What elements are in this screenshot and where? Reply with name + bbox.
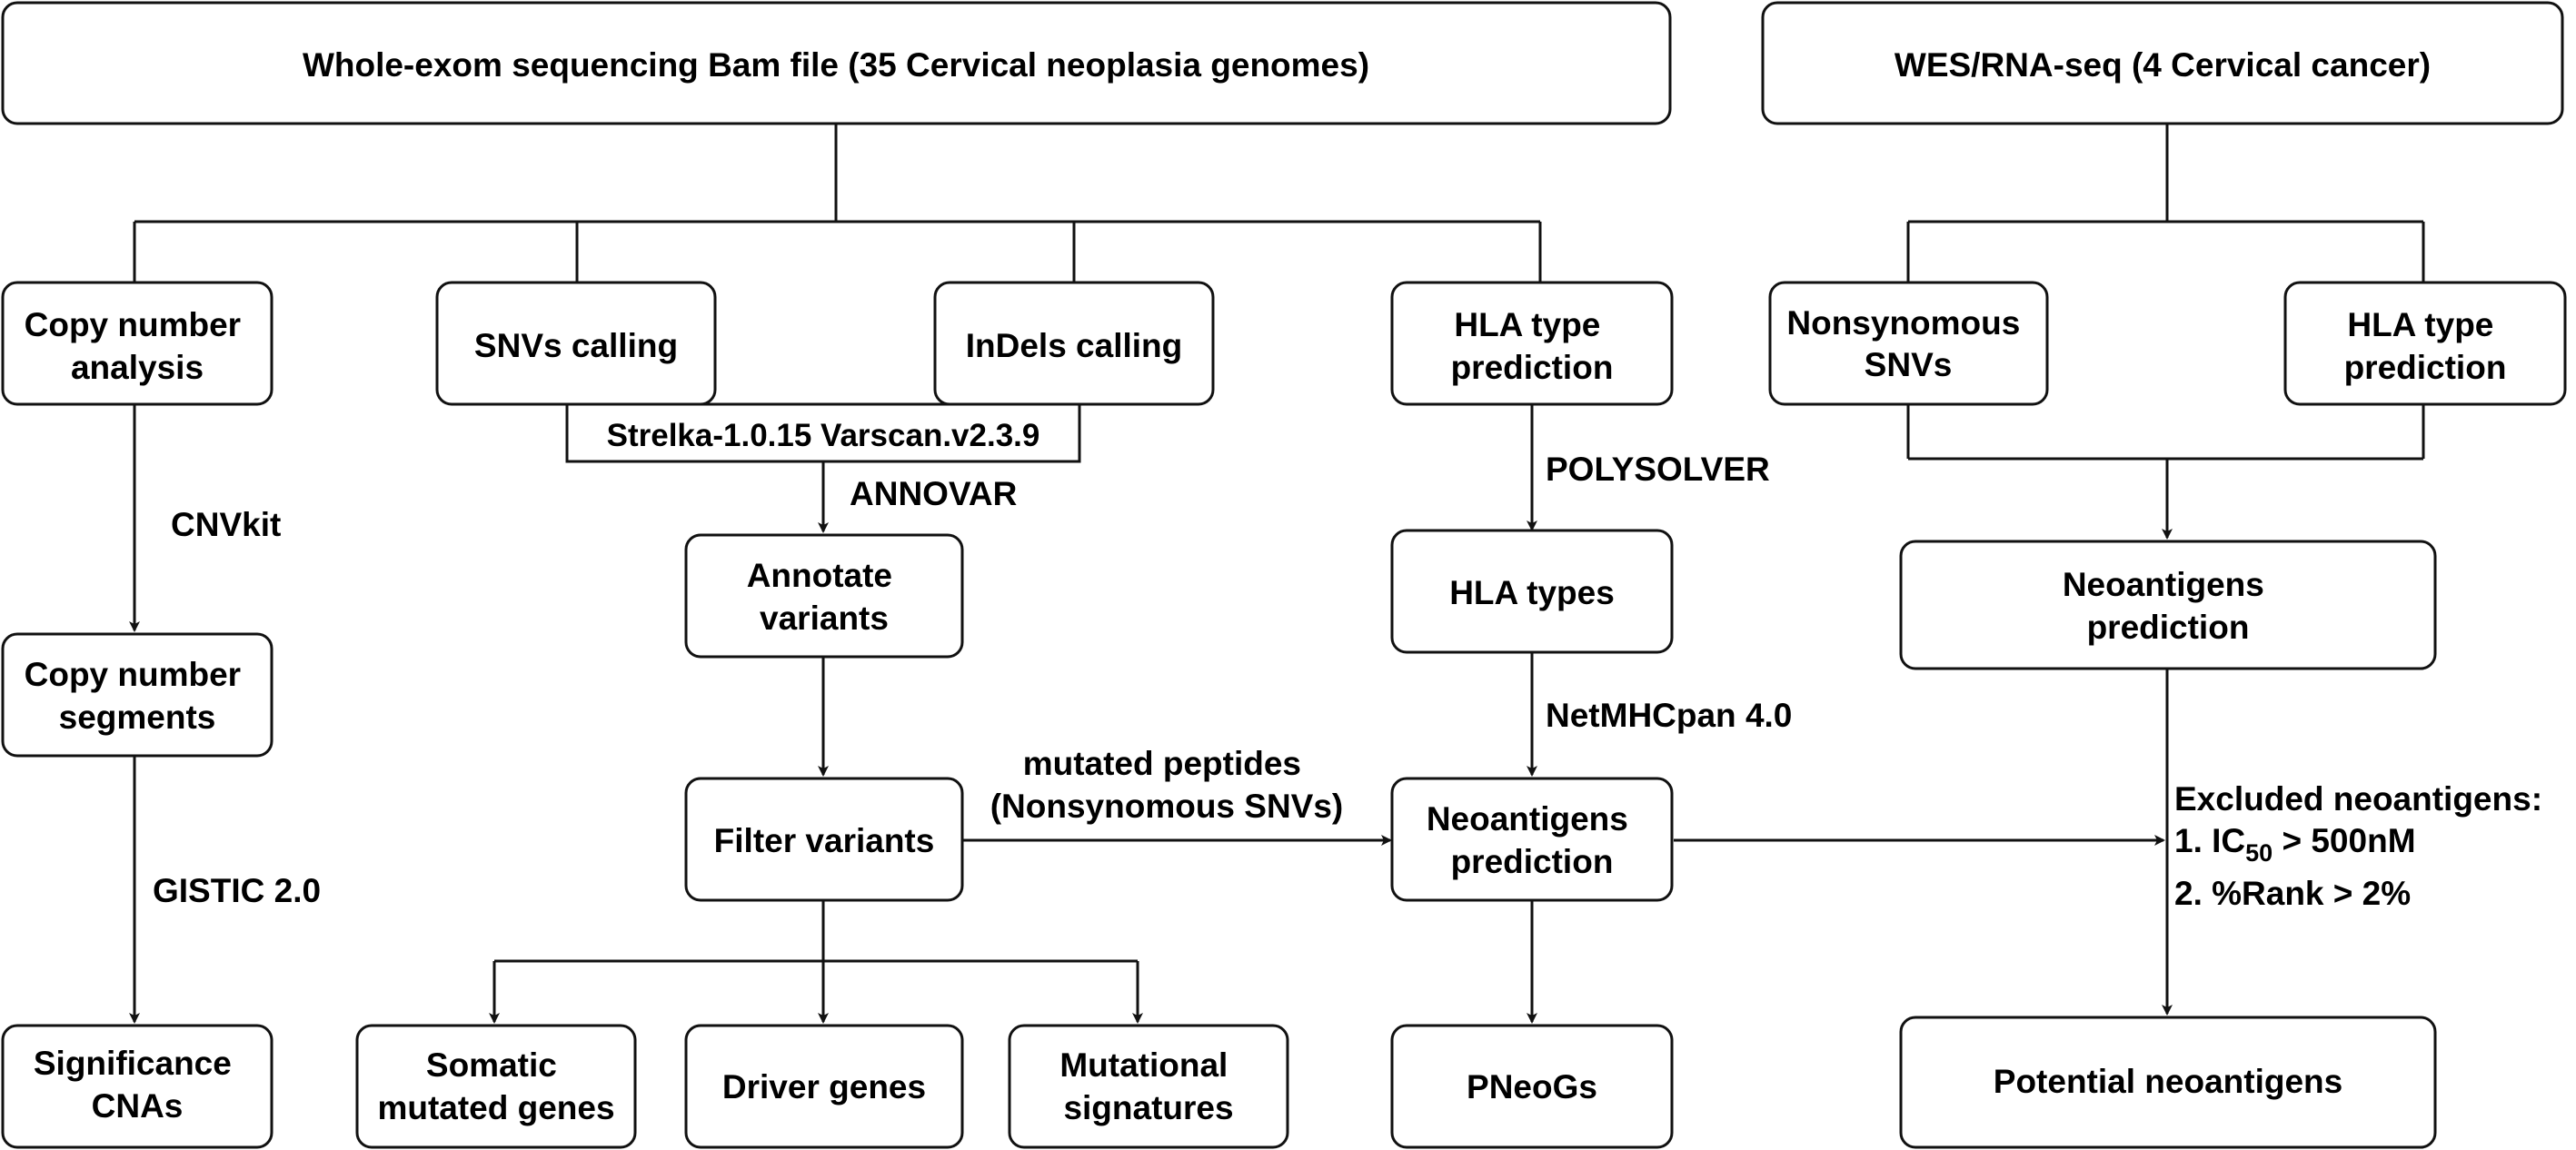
svg-text:HLA type prediction: HLA type prediction <box>1451 306 1614 386</box>
node-wes-bam: Whole-exom sequencing Bam file (35 Cervi… <box>1 1 1672 125</box>
node-significance-cnas-line-1: Significance <box>34 1045 232 1082</box>
exclusion-title: Excluded neoantigens: <box>2174 780 2542 818</box>
edge-label-cnvkit: CNVkit <box>171 506 281 543</box>
svg-text:Annotate variants: Annotate variants <box>747 557 902 637</box>
node-hla-type-prediction-left-line-2: prediction <box>1451 349 1614 386</box>
node-copy-number-segments: Copy number segments <box>1 632 274 758</box>
node-wes-rna-line-1: WES/RNA-seq (4 Cervical cancer) <box>1895 46 2431 84</box>
svg-text:InDels calling: InDels calling <box>966 327 1183 364</box>
node-hla-type-prediction-left: HLA type prediction <box>1390 281 1674 406</box>
node-indels-calling-line-1: InDels calling <box>966 327 1183 364</box>
node-neoantigens-prediction-center: Neoantigens prediction <box>1390 777 1674 902</box>
connectors <box>129 124 2425 1024</box>
node-hla-type-prediction-left-line-1: HLA type <box>1454 306 1600 343</box>
node-hla-type-prediction-right-line-1: HLA type <box>2347 306 2493 343</box>
node-annotate-variants: Annotate variants <box>684 533 964 659</box>
node-neoantigens-prediction-right-line-1: Neoantigens <box>2063 566 2264 603</box>
node-pneogs-line-1: PNeoGs <box>1467 1068 1597 1105</box>
node-snvs-calling: SNVs calling <box>435 281 717 406</box>
node-neoantigens-prediction-right-line-2: prediction <box>2087 609 2250 646</box>
node-somatic-mutated-genes-line-1: Somatic <box>426 1046 557 1084</box>
node-wes-bam-line-1: Whole-exom sequencing Bam file (35 Cervi… <box>303 46 1369 84</box>
svg-text:HLA types: HLA types <box>1449 574 1615 611</box>
edge-label-mutated-peptides-line-2: (Nonsynomous SNVs) <box>990 788 1344 825</box>
edge-label-netmhcpan: NetMHCpan 4.0 <box>1546 697 1792 734</box>
svg-text:Neoantigens prediction: Neoantigens prediction <box>1427 800 1637 880</box>
edge-labels: CNVkit GISTIC 2.0 Strelka-1.0.15 Varscan… <box>153 418 2542 912</box>
node-snvs-calling-line-1: SNVs calling <box>474 327 678 364</box>
exclusion-rule-1: 1. IC50 > 500nM <box>2174 822 2416 867</box>
node-mutational-signatures-line-2: signatures <box>1063 1089 1233 1126</box>
node-nonsynonymous-snvs-line-2: SNVs <box>1865 346 1953 383</box>
node-pneogs: PNeoGs <box>1390 1024 1674 1149</box>
node-copy-number-segments-line-2: segments <box>59 699 216 736</box>
node-mutational-signatures: Mutational signatures <box>1008 1024 1289 1149</box>
node-nonsynonymous-snvs: Nonsynomous SNVs <box>1768 281 2049 406</box>
exclusion-rule-1-suffix: > 500nM <box>2273 822 2415 859</box>
node-somatic-mutated-genes-line-2: mutated genes <box>377 1089 614 1126</box>
svg-text:Copy number analysis: Copy number analysis <box>25 306 251 386</box>
svg-text:Significance CNAs: Significance CNAs <box>34 1045 241 1125</box>
svg-text:Driver genes: Driver genes <box>722 1068 926 1105</box>
edge-label-polysolver: POLYSOLVER <box>1546 451 1770 488</box>
svg-text:Nonsynomous SNVs: Nonsynomous SNVs <box>1786 304 2029 383</box>
node-nonsynonymous-snvs-line-1: Nonsynomous <box>1786 304 2020 342</box>
node-filter-variants: Filter variants <box>684 777 964 902</box>
node-somatic-mutated-genes: Somatic mutated genes <box>355 1024 637 1149</box>
node-neoantigens-prediction-right: Neoantigens prediction <box>1899 540 2437 670</box>
node-copy-number-analysis-line-2: analysis <box>71 349 204 386</box>
node-copy-number-segments-line-1: Copy number <box>25 656 241 693</box>
svg-text:Potential neoantigens: Potential neoantigens <box>1994 1063 2342 1100</box>
node-annotate-variants-line-1: Annotate <box>747 557 892 594</box>
node-potential-neoantigens: Potential neoantigens <box>1899 1016 2437 1149</box>
node-hla-types: HLA types <box>1390 529 1674 654</box>
node-filter-variants-line-1: Filter variants <box>714 822 935 859</box>
edge-label-annovar: ANNOVAR <box>850 475 1017 512</box>
node-hla-type-prediction-right-line-2: prediction <box>2344 349 2507 386</box>
svg-text:WES/RNA-seq (4 Cervical cancer: WES/RNA-seq (4 Cervical cancer) <box>1895 46 2431 84</box>
svg-text:SNVs calling: SNVs calling <box>474 327 678 364</box>
node-hla-types-line-1: HLA types <box>1449 574 1615 611</box>
edge-label-mutated-peptides: mutated peptides (Nonsynomous SNVs) <box>990 745 1344 825</box>
node-mutational-signatures-line-1: Mutational <box>1059 1046 1228 1084</box>
svg-text:Neoantigens prediction: Neoantigens prediction <box>2063 566 2273 646</box>
svg-text:PNeoGs: PNeoGs <box>1467 1068 1597 1105</box>
exclusion-rule-1-subscript: 50 <box>2245 839 2273 867</box>
node-copy-number-analysis-line-1: Copy number <box>25 306 241 343</box>
node-hla-type-prediction-right: HLA type prediction <box>2283 281 2567 406</box>
edge-label-mutated-peptides-line-1: mutated peptides <box>1023 745 1301 782</box>
edge-label-callers: Strelka-1.0.15 Varscan.v2.3.9 <box>607 418 1040 453</box>
node-driver-genes-line-1: Driver genes <box>722 1068 926 1105</box>
node-neoantigens-prediction-center-line-2: prediction <box>1451 843 1614 880</box>
node-indels-calling: InDels calling <box>933 281 1215 406</box>
svg-text:Mutational signatures: Mutational signatures <box>1059 1046 1237 1126</box>
svg-text:Filter variants: Filter variants <box>714 822 935 859</box>
node-driver-genes: Driver genes <box>684 1024 964 1149</box>
edge-label-gistic: GISTIC 2.0 <box>153 872 321 909</box>
node-significance-cnas-line-2: CNAs <box>92 1087 184 1125</box>
node-wes-rna: WES/RNA-seq (4 Cervical cancer) <box>1761 1 2564 125</box>
exclusion-rule-2: 2. %Rank > 2% <box>2174 875 2411 912</box>
exclusion-rule-1-prefix: 1. IC <box>2174 822 2245 859</box>
node-significance-cnas: Significance CNAs <box>1 1024 274 1149</box>
svg-text:HLA type prediction: HLA type prediction <box>2344 306 2507 386</box>
svg-text:Somatic mutated genes: Somatic mutated genes <box>377 1046 614 1126</box>
node-copy-number-analysis: Copy number analysis <box>1 281 274 406</box>
node-neoantigens-prediction-center-line-1: Neoantigens <box>1427 800 1628 838</box>
node-annotate-variants-line-2: variants <box>760 600 889 637</box>
svg-text:Whole-exom sequencing Bam file: Whole-exom sequencing Bam file (35 Cervi… <box>303 46 1369 84</box>
node-potential-neoantigens-line-1: Potential neoantigens <box>1994 1063 2342 1100</box>
svg-text:Copy number segments: Copy number segments <box>25 656 251 736</box>
